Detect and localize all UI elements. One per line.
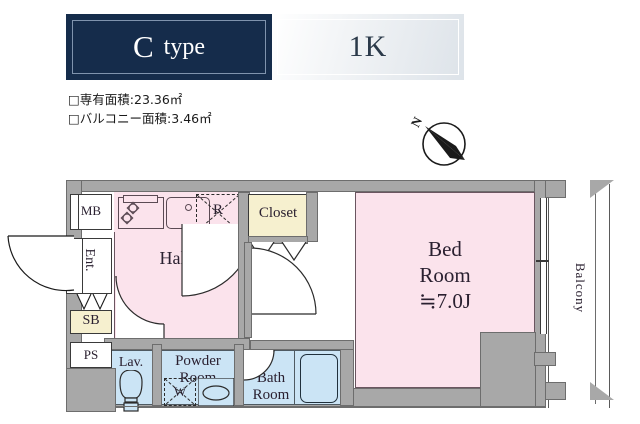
balcony-wall-top-right: [590, 180, 614, 198]
banner-plan-section: 1K: [272, 14, 464, 80]
room-balcony: [548, 184, 610, 408]
type-word: type: [163, 33, 205, 60]
floor-plan: Balcony Bed Room ≒7.0J Hall: [0, 172, 640, 424]
door-entrance: [7, 235, 75, 292]
stove-unit: [118, 195, 164, 229]
banner-plan-inner-border: 1K: [277, 19, 459, 75]
wall-lower-left-block: [66, 368, 116, 412]
balcony-rail-inner: [595, 188, 596, 404]
window-bed-room-mullion: [536, 260, 549, 262]
wall-closet-bottom: [248, 236, 308, 244]
wall-exterior-top: [66, 180, 546, 192]
area-info: □専有面積:23.36㎡ □バルコニー面積:3.46㎡: [68, 90, 328, 128]
washer-box: [164, 378, 196, 406]
vanity-sink-icon: [198, 378, 235, 407]
fixture-closet: [248, 194, 308, 238]
pillar-bed-room-spur: [534, 352, 556, 366]
toilet-icon: [119, 370, 143, 412]
type-letter: C: [132, 29, 155, 64]
plan-type-banner: C type 1K: [66, 14, 464, 80]
stove-backsplash: [123, 195, 158, 203]
fixture-pipe-shaft: [70, 342, 112, 368]
bathtub: [300, 354, 338, 403]
wall-closet-right: [306, 192, 318, 242]
balcony-area-line: □バルコニー面積:3.46㎡: [68, 111, 212, 126]
door-bath-room: [244, 350, 275, 381]
bath-room-divider: [294, 350, 295, 405]
entrance-divider: [82, 238, 83, 294]
entrance-door-indicators: [76, 294, 108, 311]
compass-north-label: N: [408, 114, 426, 130]
balcony-wall-bottom-right: [590, 382, 614, 400]
wall-water-rooms-top: [250, 340, 354, 350]
kitchen-sink: [166, 197, 210, 229]
wall-lav-powder: [152, 344, 162, 406]
building-edge-bottom: [116, 406, 546, 407]
banner-type-section: C type: [66, 14, 272, 80]
door-bed-room: [250, 247, 317, 315]
plan-type-label: 1K: [348, 30, 388, 63]
fixture-meter-box: [70, 194, 112, 230]
exclusive-area-line: □専有面積:23.36㎡: [68, 92, 183, 107]
room-bed-room-lower: [355, 332, 482, 388]
sink-faucet-icon: [185, 204, 192, 211]
meter-box-divider: [78, 194, 79, 230]
wall-hall-bottom: [104, 338, 250, 350]
window-bed-room-balcony: [540, 198, 547, 334]
pillar-bed-room-corner: [480, 332, 536, 408]
compass-rose: N: [406, 110, 472, 170]
wall-bedroom-entry-left: [244, 242, 252, 338]
wall-powder-bath: [234, 344, 244, 406]
banner-type-inner-border: C type: [72, 20, 266, 74]
wall-bath-right: [340, 344, 354, 406]
fixture-shoe-box: [70, 310, 112, 334]
